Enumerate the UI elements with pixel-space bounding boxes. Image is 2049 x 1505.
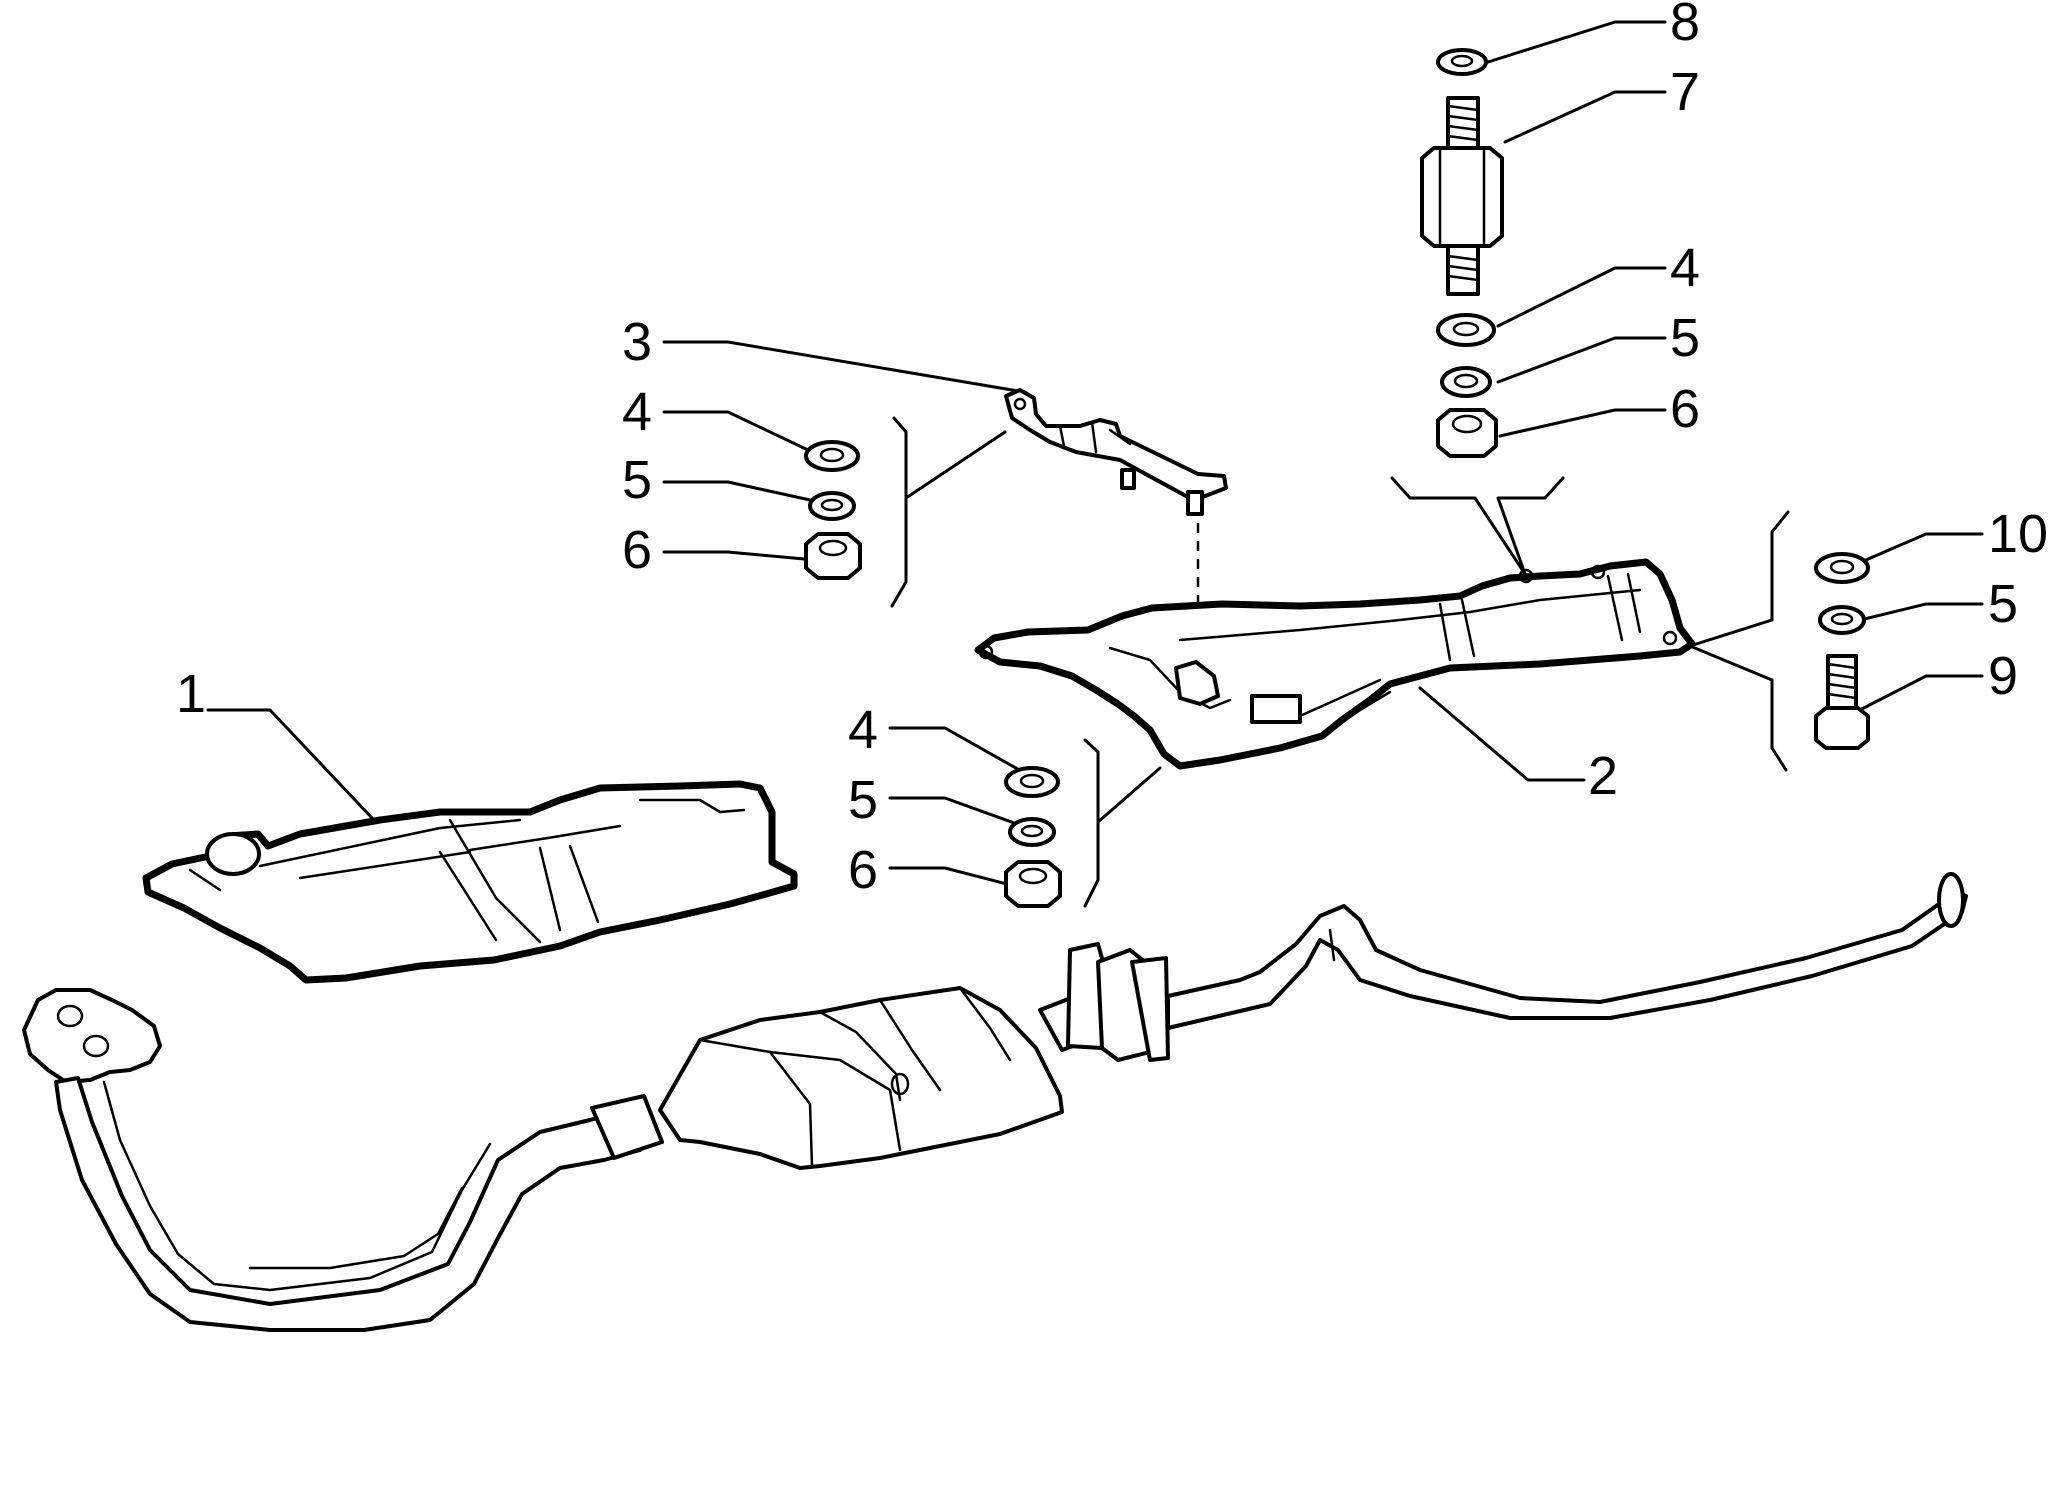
callout-6: 6 — [622, 520, 652, 580]
callout-2: 2 — [1588, 746, 1618, 806]
spacer-stud-part-7 — [1420, 96, 1504, 296]
callout-6: 6 — [1670, 379, 1700, 439]
washer-part-10 — [1814, 552, 1870, 584]
callout-1: 1 — [176, 664, 206, 724]
callout-5: 5 — [1988, 574, 2018, 634]
bolt-part-9 — [1814, 654, 1870, 750]
callout-9: 9 — [1988, 646, 2018, 706]
exhaust-pipe-assembly — [22, 872, 1968, 1332]
callout-5: 5 — [1670, 308, 1700, 368]
hex-nut-part-6 — [1004, 860, 1062, 908]
spring-washer-part-5 — [1818, 605, 1866, 635]
callout-4: 4 — [848, 700, 878, 760]
hex-nut-part-6 — [804, 532, 862, 580]
callout-3: 3 — [622, 312, 652, 372]
spring-washer-part-5 — [808, 491, 856, 521]
spring-washer-part-5 — [1440, 366, 1492, 398]
washer-part-8 — [1436, 48, 1488, 76]
hex-nut-part-6 — [1436, 408, 1498, 458]
heat-shield-part-2 — [974, 558, 1696, 770]
washer-part-4 — [1004, 766, 1060, 798]
callout-8: 8 — [1670, 0, 1700, 52]
callout-10: 10 — [1988, 504, 2048, 564]
callout-5: 5 — [622, 450, 652, 510]
callout-4: 4 — [1670, 238, 1700, 298]
washer-part-4 — [804, 440, 860, 472]
leader-lines — [206, 20, 1984, 892]
callout-4: 4 — [622, 382, 652, 442]
heat-shield-part-1 — [142, 780, 798, 984]
callout-7: 7 — [1670, 62, 1700, 122]
mounting-bracket-part-3 — [1004, 388, 1228, 516]
spring-washer-part-5 — [1008, 817, 1056, 847]
callout-5: 5 — [848, 770, 878, 830]
washer-part-4 — [1436, 313, 1496, 347]
callout-labels: 8 7 4 5 6 3 4 5 6 10 5 9 1 2 4 5 6 — [176, 0, 2048, 900]
callout-6: 6 — [848, 840, 878, 900]
